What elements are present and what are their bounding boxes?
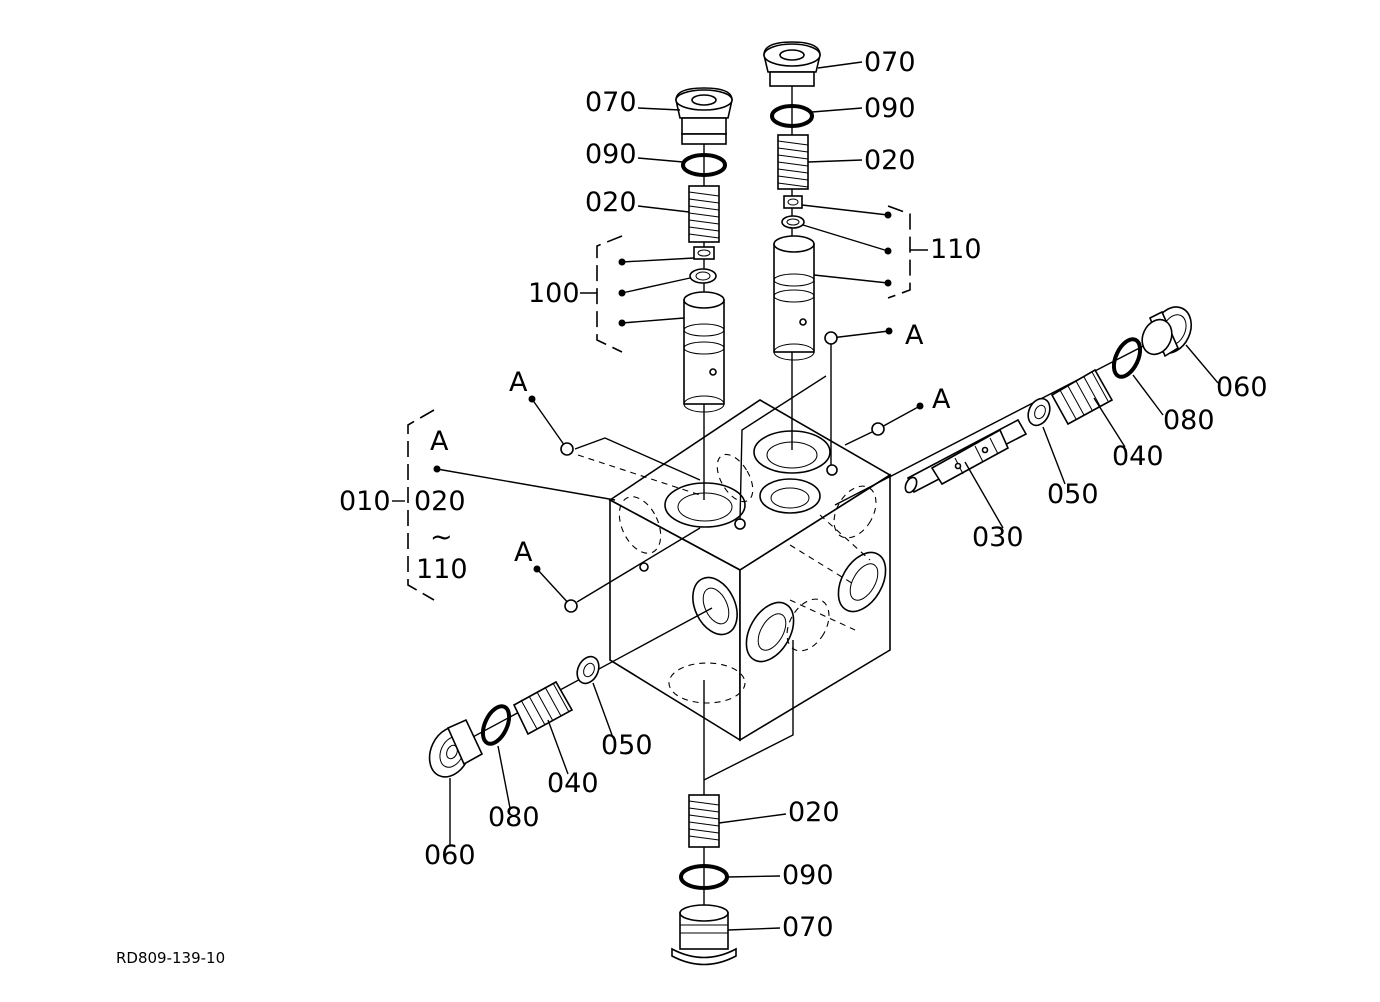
callout-050-right: 050	[1047, 479, 1099, 510]
callout-090-right: 090	[864, 93, 916, 124]
figure-reference-code: RD809-139-10	[116, 949, 225, 967]
callout-060-left: 060	[424, 840, 476, 871]
right-horizontal-spool-stack	[834, 306, 1193, 506]
callout-020-bottom: 020	[788, 797, 840, 828]
left-horizontal-spool-stack	[428, 607, 713, 778]
callout-030: 030	[972, 522, 1024, 553]
callout-110: 110	[930, 234, 982, 265]
ref-a-left-1: A	[509, 367, 528, 398]
callout-leader-lines	[392, 61, 1219, 931]
callout-040-right: 040	[1112, 441, 1164, 472]
callout-070-right: 070	[864, 47, 916, 78]
ref-a-top: A	[905, 320, 924, 351]
ref-a-left-2: A	[430, 426, 449, 457]
callout-020-left: 020	[585, 187, 637, 218]
callout-080-left: 080	[488, 802, 540, 833]
valve-block-body	[577, 399, 892, 742]
callout-060-right: 060	[1216, 372, 1268, 403]
callout-010-range-tilde: ~	[430, 522, 453, 553]
callout-070-bottom: 070	[782, 912, 834, 943]
callout-020-right: 020	[864, 145, 916, 176]
bottom-spool-stack	[671, 640, 794, 966]
ref-a-right: A	[932, 384, 951, 415]
callout-090-left: 090	[585, 139, 637, 170]
group-brackets	[407, 205, 911, 601]
left-top-spool-stack	[675, 87, 733, 500]
reference-a-leaders	[433, 327, 924, 613]
callout-010: 010	[339, 486, 391, 517]
ref-a-left-3: A	[514, 537, 533, 568]
callout-100: 100	[528, 278, 580, 309]
callout-070-left: 070	[585, 87, 637, 118]
callout-010-range-start: 020	[414, 486, 466, 517]
callout-080-right: 080	[1163, 405, 1215, 436]
right-top-spool-stack	[763, 41, 821, 450]
callout-090-bottom: 090	[782, 860, 834, 891]
callout-labels: 070 090 020 100 070 090 020 110 A A A A …	[116, 47, 1268, 967]
callout-040-left: 040	[547, 768, 599, 799]
callout-010-range-end: 110	[416, 554, 468, 585]
callout-050-left: 050	[601, 730, 653, 761]
